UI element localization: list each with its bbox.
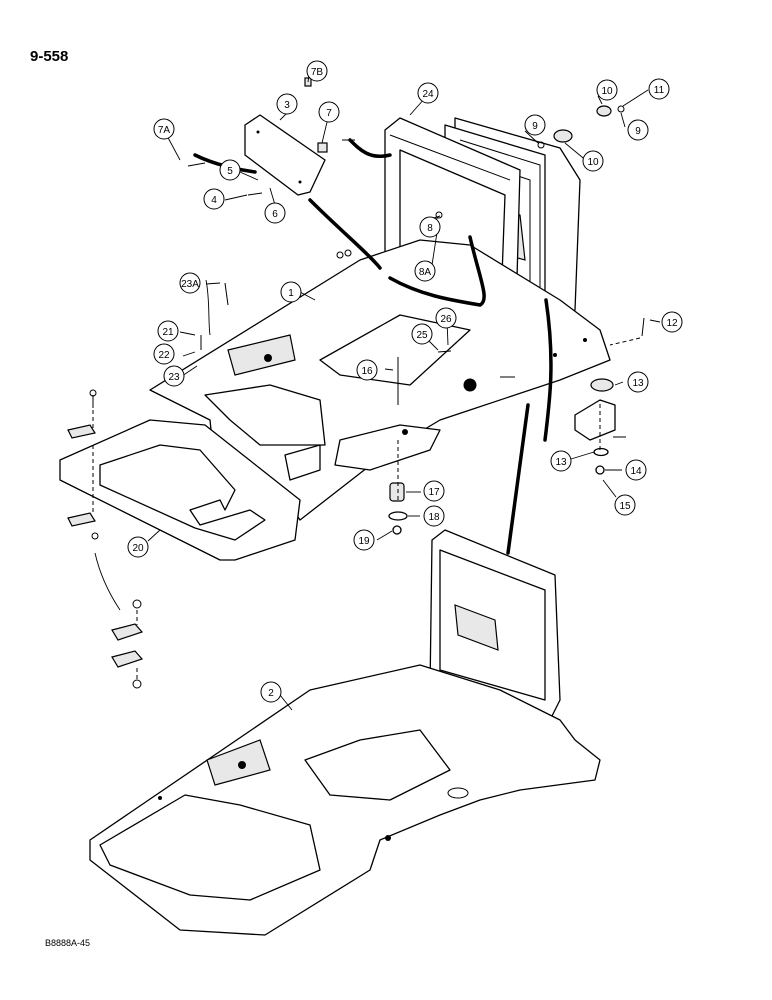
svg-text:2: 2 bbox=[268, 688, 274, 699]
svg-text:5: 5 bbox=[227, 166, 233, 177]
mount-bracket bbox=[574, 378, 616, 475]
mount-pads-left bbox=[89, 389, 144, 689]
svg-text:3: 3 bbox=[284, 100, 290, 111]
callout-9-right: 9 bbox=[627, 119, 649, 141]
svg-text:26: 26 bbox=[440, 314, 452, 325]
callout-16: 16 bbox=[356, 359, 378, 381]
svg-text:10: 10 bbox=[587, 157, 599, 168]
svg-text:23: 23 bbox=[168, 372, 180, 383]
fastener-bolts bbox=[92, 77, 645, 438]
callout-20: 20 bbox=[127, 536, 149, 558]
callout-4: 4 bbox=[203, 188, 225, 210]
svg-text:7A: 7A bbox=[158, 125, 171, 136]
callout-7b: 7B bbox=[306, 60, 328, 82]
svg-text:13: 13 bbox=[555, 457, 567, 468]
svg-text:13: 13 bbox=[632, 378, 644, 389]
callout-3: 3 bbox=[276, 93, 298, 115]
svg-text:8A: 8A bbox=[419, 267, 432, 278]
callout-22: 22 bbox=[153, 343, 175, 365]
svg-text:10: 10 bbox=[601, 86, 613, 97]
svg-text:15: 15 bbox=[619, 501, 631, 512]
svg-text:18: 18 bbox=[428, 512, 440, 523]
svg-text:14: 14 bbox=[630, 466, 642, 477]
page-number: 9-558 bbox=[30, 48, 69, 65]
callout-13-lower: 13 bbox=[550, 450, 572, 472]
callout-5: 5 bbox=[219, 159, 241, 181]
callout-10-lower: 10 bbox=[582, 150, 604, 172]
isolator-mount bbox=[388, 482, 408, 535]
svg-text:4: 4 bbox=[211, 195, 217, 206]
svg-text:7B: 7B bbox=[311, 67, 324, 78]
svg-text:11: 11 bbox=[654, 85, 665, 96]
callout-9-upper: 9 bbox=[524, 114, 546, 136]
callout-1: 1 bbox=[280, 281, 302, 303]
callout-21: 21 bbox=[157, 320, 179, 342]
callout-13-upper: 13 bbox=[627, 371, 649, 393]
svg-text:8: 8 bbox=[427, 223, 433, 234]
svg-text:17: 17 bbox=[428, 487, 440, 498]
callout-15: 15 bbox=[614, 494, 636, 516]
callout-17: 17 bbox=[423, 480, 445, 502]
svg-text:12: 12 bbox=[666, 318, 678, 329]
svg-text:21: 21 bbox=[162, 327, 174, 338]
callout-18: 18 bbox=[423, 505, 445, 527]
floor-plate-lower bbox=[89, 529, 601, 936]
callout-25: 25 bbox=[411, 323, 433, 345]
alignment-lines bbox=[92, 337, 641, 682]
svg-text:22: 22 bbox=[158, 350, 170, 361]
callout-6: 6 bbox=[264, 202, 286, 224]
callout-7a: 7A bbox=[153, 118, 175, 140]
svg-text:9: 9 bbox=[532, 121, 538, 132]
svg-text:16: 16 bbox=[361, 366, 373, 377]
callout-labels: 1 2 3 4 5 6 7 7A 7B 8 8A 9 9 10 10 11 12… bbox=[127, 60, 683, 703]
access-cover-plate bbox=[244, 114, 326, 196]
svg-text:25: 25 bbox=[416, 330, 428, 341]
callout-12: 12 bbox=[661, 311, 683, 333]
svg-text:6: 6 bbox=[272, 209, 278, 220]
svg-text:1: 1 bbox=[288, 288, 294, 299]
callout-8a: 8A bbox=[414, 260, 436, 282]
svg-text:20: 20 bbox=[132, 543, 144, 554]
callout-23: 23 bbox=[163, 365, 185, 387]
callout-7: 7 bbox=[318, 101, 340, 123]
svg-text:24: 24 bbox=[422, 89, 434, 100]
svg-text:19: 19 bbox=[358, 536, 370, 547]
callout-19: 19 bbox=[353, 529, 375, 551]
callout-26: 26 bbox=[435, 307, 457, 329]
callout-8: 8 bbox=[419, 216, 441, 238]
callout-23a: 23A bbox=[179, 272, 201, 294]
callout-11: 11 bbox=[648, 78, 670, 100]
floor-mat bbox=[59, 419, 301, 561]
hose-lines bbox=[94, 138, 553, 611]
svg-text:7: 7 bbox=[326, 108, 332, 119]
callout-2: 2 bbox=[260, 681, 282, 703]
figure-code: B8888A-45 bbox=[45, 938, 91, 948]
svg-text:9: 9 bbox=[635, 126, 641, 137]
svg-text:23A: 23A bbox=[181, 279, 199, 290]
callout-14: 14 bbox=[625, 459, 647, 481]
callout-10-upper: 10 bbox=[596, 79, 618, 101]
callout-24: 24 bbox=[417, 82, 439, 104]
